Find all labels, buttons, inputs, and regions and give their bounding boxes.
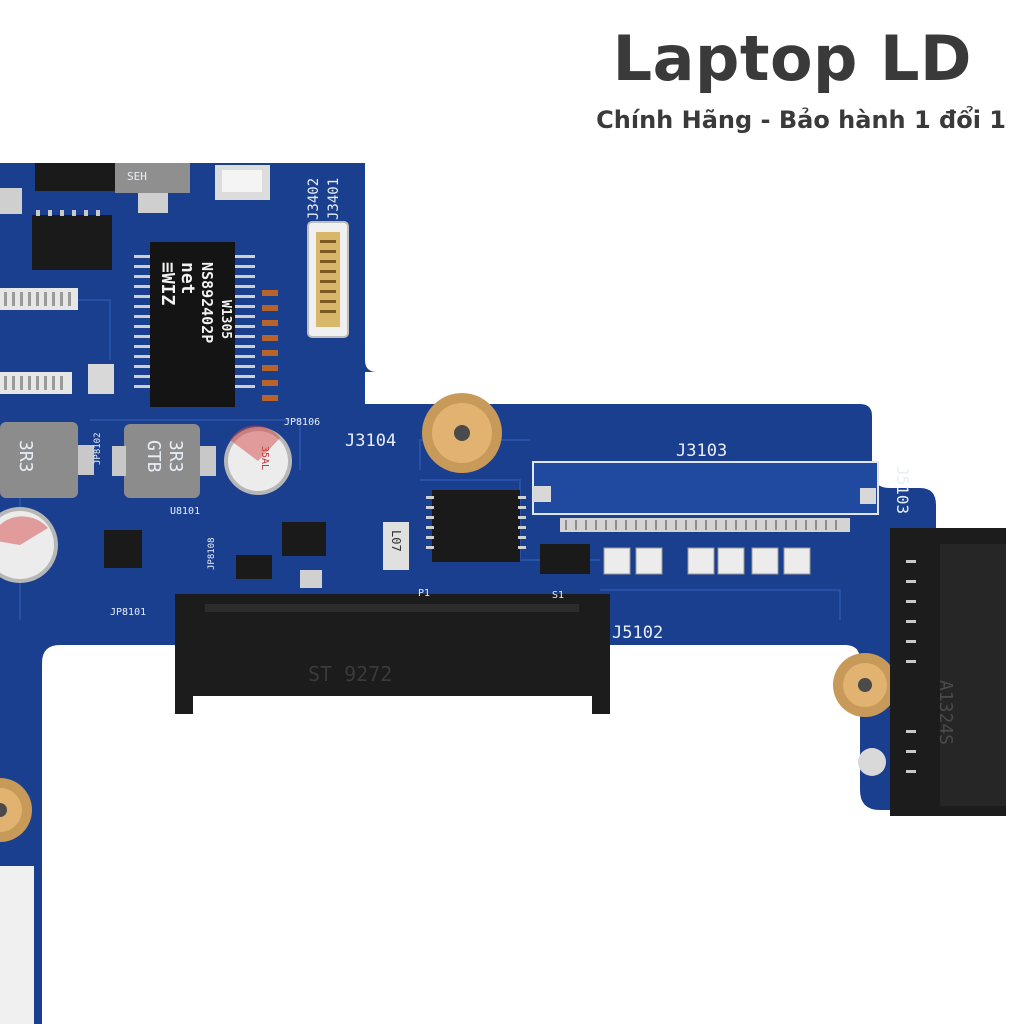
chip-line-4: W1305 (218, 300, 233, 339)
chip-line-3: NS892402P (198, 262, 216, 343)
svg-text:SEH: SEH (127, 170, 147, 183)
label-jp8106: JP8106 (284, 417, 320, 428)
ic-small-label: L07 (389, 530, 403, 552)
sata-connector-mark: A1324S (935, 680, 956, 745)
inductor-left-label: 3R3 (15, 440, 36, 473)
capacitor-label: 35AL (259, 446, 270, 470)
j3103-connector (532, 461, 879, 515)
chip-line-2: net (177, 262, 198, 295)
pcb-board (0, 163, 936, 1024)
ic-top-left (35, 163, 115, 191)
inductor-right-label: 3R3 (165, 440, 186, 473)
label-j3103: J3103 (676, 441, 727, 461)
label-jp8102: JP8102 (93, 432, 103, 465)
label-jp8108: JP8108 (207, 537, 217, 570)
label-j3104: J3104 (345, 431, 396, 451)
chip-line-1: ≡WIZ (157, 262, 178, 306)
lan-transformer-chip (150, 242, 235, 407)
hdd-connector-mark: ST 9272 (308, 662, 392, 686)
brand-subtitle: Chính Hãng - Bảo hành 1 đổi 1 (596, 106, 1006, 134)
label-u8101: U8101 (170, 506, 200, 517)
label-s1: S1 (552, 590, 564, 601)
label-p1: P1 (418, 588, 430, 599)
label-j5102: J5102 (612, 623, 663, 643)
label-jp8101: JP8101 (110, 607, 146, 618)
inductor-right-label-2: GTB (143, 440, 164, 473)
inductor-right (124, 424, 200, 498)
label-j5103: J5103 (893, 466, 912, 514)
label-j3402: J3402 (306, 178, 322, 220)
brand-title: Laptop LD (612, 22, 972, 95)
central-ic (432, 490, 520, 562)
label-j3401: J3401 (326, 178, 342, 220)
inductor-left (0, 422, 78, 498)
